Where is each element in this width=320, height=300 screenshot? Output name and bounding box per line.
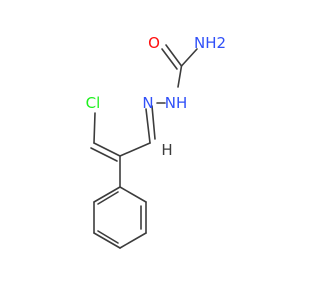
bond-carbonyl-c-nh — [177, 65, 183, 88]
bond-n-ch-2 — [151, 105, 156, 140]
bond-ch-c — [119, 142, 151, 157]
atom-labels: O NH2 NH N Cl H — [86, 34, 226, 159]
ring-bond-3 — [119, 232, 147, 249]
ring-bond-1 — [119, 186, 147, 203]
ring-inner-bond-2 — [97, 230, 119, 244]
bond-carbonyl-c-o-1 — [165, 44, 183, 67]
bond-ch-cl — [93, 112, 96, 144]
bond-n-ch-1 — [145, 108, 151, 144]
bond-c-chcl-1 — [93, 142, 121, 157]
ring-bond-6 — [93, 186, 121, 203]
atom-oxygen: O — [148, 34, 160, 52]
atom-n-imine: N — [142, 94, 153, 112]
atom-nh2: NH2 — [194, 34, 226, 52]
atom-chlorine: Cl — [86, 94, 101, 112]
atom-h-imine-carbon: H — [161, 141, 172, 159]
bond-c-chcl-2 — [90, 147, 118, 162]
ring-inner-bond-3 — [97, 191, 119, 205]
atom-nh: NH — [165, 94, 188, 112]
ring-bond-4 — [93, 232, 121, 249]
bond-carbonyl-c-nh2 — [180, 48, 198, 67]
bond-carbonyl-c-o-2 — [161, 48, 178, 70]
chemical-structure-diagram: O NH2 NH N Cl H — [86, 34, 226, 249]
bonds — [90, 44, 198, 249]
